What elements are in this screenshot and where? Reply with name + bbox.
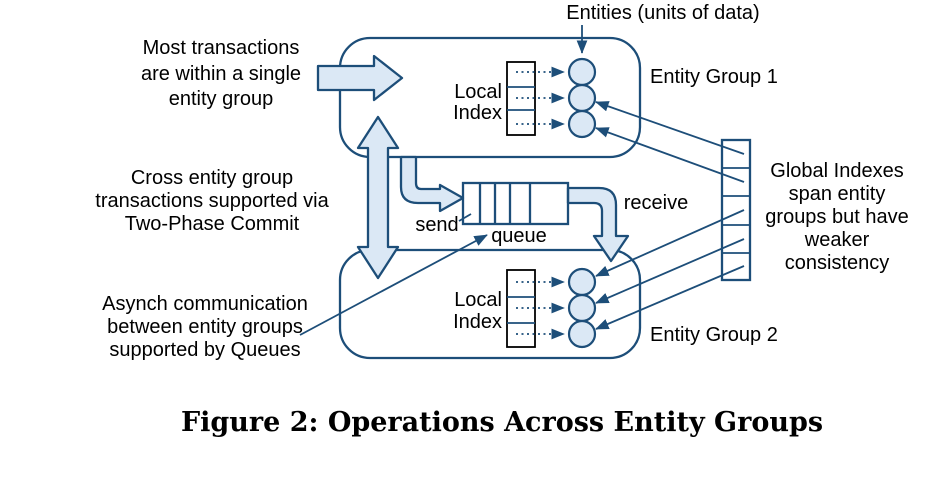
- global-index-link-arrow: [595, 101, 745, 155]
- global-indexes-note-line: span entity: [789, 183, 886, 205]
- queue-box: [461, 181, 570, 226]
- cross-entity-note-line: transactions supported via: [95, 190, 329, 212]
- receive-label: receive: [624, 192, 688, 214]
- global-indexes-note-line: weaker: [804, 229, 870, 251]
- local-index-table-1: [506, 61, 536, 136]
- single-group-transaction-arrow: [316, 54, 404, 102]
- local-index-1-label-line: Index: [453, 102, 502, 124]
- global-indexes-note-line: groups but have: [765, 206, 908, 228]
- entity-group-2-box: [338, 248, 642, 360]
- local-index-1-label-line: Local: [454, 81, 502, 103]
- entity-circle: [567, 57, 597, 87]
- global-indexes-note-line: Global Indexes: [770, 160, 903, 182]
- local-index-table-2: [506, 269, 536, 348]
- global-index-link-arrow: [595, 238, 745, 304]
- entity-circle: [567, 267, 597, 297]
- asynch-queue-pointer-arrow: [299, 234, 488, 336]
- entity-group-1-label: Entity Group 1: [650, 66, 778, 88]
- cross-entity-note-line: Two-Phase Commit: [125, 213, 300, 235]
- entity-group-2-label: Entity Group 2: [650, 324, 778, 346]
- global-index-link-arrow: [595, 209, 745, 277]
- entities-label: Entities (units of data): [566, 2, 759, 24]
- local-index-2-label-line: Local: [454, 289, 502, 311]
- figure-caption: Figure 2: Operations Across Entity Group…: [181, 407, 823, 438]
- most-transactions-note-line: are within a single: [141, 63, 301, 85]
- cross-entity-note-line: Cross entity group: [131, 167, 293, 189]
- most-transactions-note-line: entity group: [169, 88, 274, 110]
- asynch-note-line: between entity groups: [107, 316, 303, 338]
- global-indexes-note-line: consistency: [785, 252, 890, 274]
- local-index-2-label-line: Index: [453, 311, 502, 333]
- two-phase-commit-double-arrow: [356, 115, 400, 280]
- entity-circle: [567, 83, 597, 113]
- send-label-tick: [458, 213, 472, 222]
- global-index-link-arrow: [595, 265, 745, 330]
- receive-curved-arrow: [566, 186, 630, 263]
- send-label: send: [415, 214, 458, 236]
- send-curved-arrow: [399, 155, 465, 213]
- asynch-note-line: Asynch communication: [102, 293, 308, 315]
- entity-group-1-box: [338, 36, 642, 159]
- global-index-link-arrow: [595, 127, 745, 183]
- entity-circle: [567, 109, 597, 139]
- most-transactions-note-line: Most transactions: [143, 37, 300, 59]
- entity-circle: [567, 293, 597, 323]
- asynch-note-line: supported by Queues: [109, 339, 300, 361]
- entity-circle: [567, 319, 597, 349]
- queue-label: queue: [491, 225, 547, 247]
- global-index-table: [720, 138, 752, 282]
